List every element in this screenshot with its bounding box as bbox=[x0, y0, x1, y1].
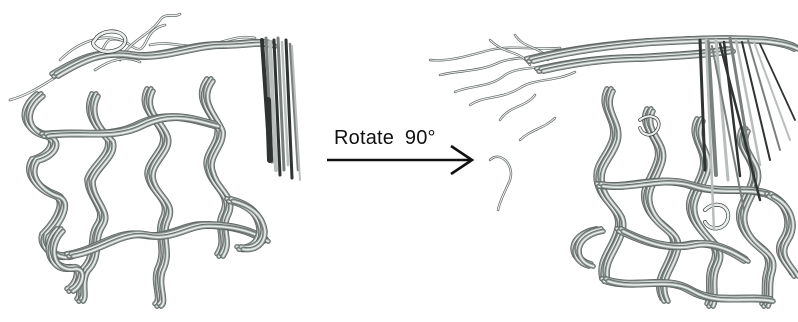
rotation-arrow bbox=[327, 146, 472, 174]
ribbon-bundle bbox=[58, 44, 275, 76]
rotation-label: Rotate 90° bbox=[334, 127, 484, 150]
protein-ensemble-right bbox=[430, 35, 798, 306]
knot bbox=[705, 205, 728, 229]
protein-ensemble-left bbox=[10, 14, 300, 306]
flexible-tail bbox=[500, 95, 535, 120]
helix-rod bbox=[268, 100, 270, 160]
flexible-tail bbox=[470, 72, 575, 105]
